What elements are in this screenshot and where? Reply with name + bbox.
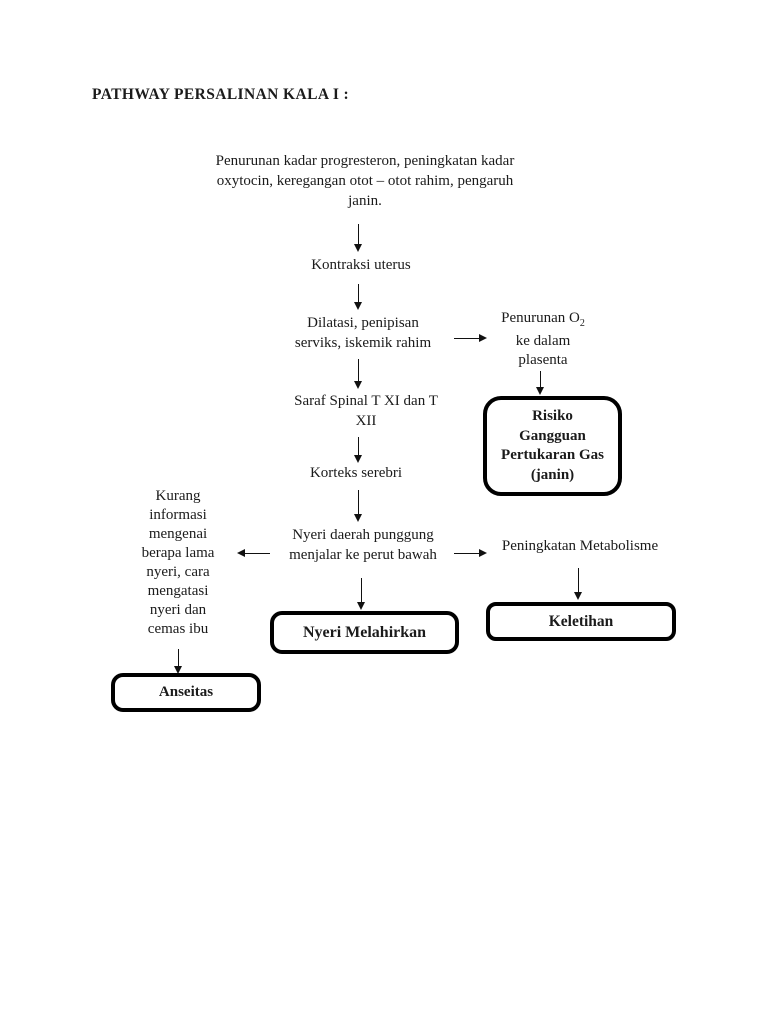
arrow-nyeri-to-kurang-informasi: [237, 548, 270, 559]
trigger-line: Penurunan kadar progresteron, peningkata…: [215, 153, 515, 169]
arrow-kontraksi-to-dilatasi: [353, 284, 364, 310]
risiko-label: Risiko Gangguan Pertukaran Gas (janin): [501, 408, 604, 483]
node-dilatasi: Dilatasi, penipisan serviks, iskemik rah…: [263, 314, 463, 353]
arrow-dilatasi-to-penurunan-o2: [454, 333, 487, 344]
node-korteks-serebri: Korteks serebri: [309, 465, 403, 481]
arrow-saraf-to-korteks: [353, 437, 364, 463]
box-nyeri-melahirkan: Nyeri Melahirkan: [270, 611, 459, 654]
node-saraf-spinal: Saraf Spinal T XI dan T XII: [266, 392, 466, 431]
arrow-nyeri-to-nyeri-melahirkan: [356, 578, 367, 610]
arrow-plasenta-to-risiko: [535, 371, 546, 395]
arrow-peningkatan-to-keletihan: [573, 568, 584, 600]
arrow-kurang-to-anseitas: [173, 649, 184, 674]
nyeri-line: menjalar ke perut bawah: [289, 546, 437, 563]
trigger-line: janin.: [348, 193, 382, 209]
page-title: PATHWAY PERSALINAN KALA I :: [92, 86, 350, 103]
penurunan-o2-line: Penurunan O2: [501, 310, 585, 329]
node-kontraksi-uterus: Kontraksi uterus: [311, 257, 411, 273]
node-nyeri-daerah-punggung: Nyeri daerah punggung menjalar ke perut …: [263, 526, 463, 565]
box-anseitas: Anseitas: [111, 673, 261, 712]
saraf-line: XII: [355, 412, 377, 429]
dilatasi-line: Dilatasi, penipisan: [307, 315, 419, 331]
dilatasi-line: serviks, iskemik rahim: [294, 334, 432, 351]
penurunan-o2-line: plasenta: [518, 352, 568, 368]
box-keletihan: Keletihan: [486, 602, 676, 641]
node-trigger: Penurunan kadar progresteron, peningkata…: [190, 151, 540, 211]
saraf-line: Saraf Spinal T XI dan T: [294, 393, 438, 409]
arrow-trigger-to-kontraksi: [353, 224, 364, 252]
node-peningkatan-metabolisme: Peningkatan Metabolisme: [501, 538, 659, 554]
arrow-dilatasi-to-saraf: [353, 359, 364, 389]
arrow-korteks-to-nyeri: [353, 490, 364, 522]
penurunan-o2-line: ke dalam: [515, 332, 571, 349]
trigger-line: oxytocin, keregangan otot – otot rahim, …: [216, 173, 514, 189]
node-penurunan-o2: Penurunan O2 ke dalam plasenta: [463, 309, 623, 371]
nyeri-line: Nyeri daerah punggung: [292, 527, 434, 543]
arrow-nyeri-to-peningkatan: [454, 548, 487, 559]
box-risiko-gangguan-pertukaran-gas: Risiko Gangguan Pertukaran Gas (janin): [483, 396, 622, 496]
node-kurang-informasi: Kurang informasi mengenai berapa lama ny…: [141, 488, 215, 637]
